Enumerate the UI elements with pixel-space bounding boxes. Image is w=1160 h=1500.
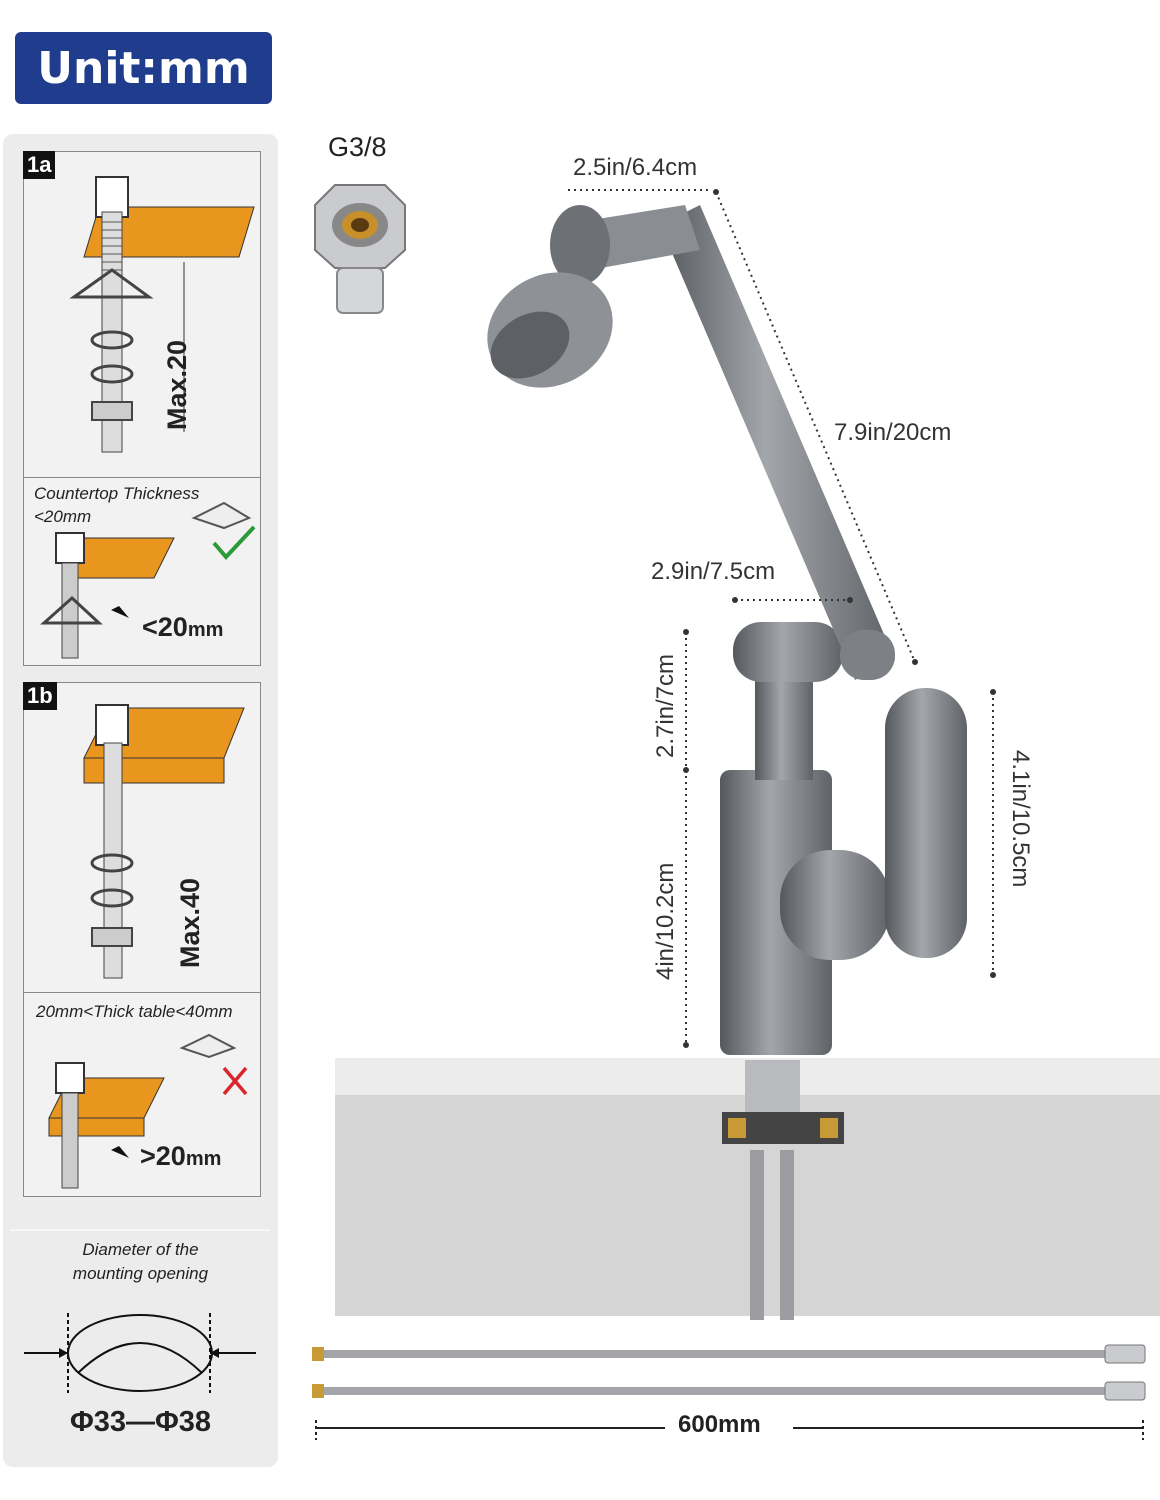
step-1b-tag: 1b: [23, 682, 57, 710]
handle-dimension: 4.1in/10.5cm: [1007, 750, 1034, 888]
mounting-hole-illustration: [24, 1313, 256, 1393]
thick-table-note: 20mm<Thick table<40mm: [36, 1002, 233, 1021]
measure-gt20: >20mm: [140, 1141, 221, 1172]
opening-title-line2: mounting opening: [72, 1264, 209, 1283]
cross-icon: [222, 1066, 248, 1096]
countertop-max40-illustration: [83, 704, 245, 979]
countertop-max20-illustration: [69, 176, 255, 453]
measure-unit: mm: [187, 619, 224, 641]
upper-body-dimension: 2.7in/7cm: [652, 653, 679, 758]
measure-lt20: <20mm: [142, 612, 223, 643]
step-1a-diagram: [23, 151, 261, 478]
step-1b-diagram: [23, 682, 261, 993]
measure-value: >20: [140, 1141, 186, 1171]
arm-dimension: 7.9in/20cm: [834, 419, 952, 446]
g38-connector-image: [314, 184, 406, 314]
countertop-note-value: <20mm: [34, 507, 92, 526]
divider: [10, 1229, 270, 1231]
lower-body-dimension: 4in/10.2cm: [652, 862, 679, 980]
elbow-dimension: 2.9in/7.5cm: [651, 558, 776, 585]
thin-countertop-illustration: [40, 501, 256, 659]
unit-badge: Unit:mm: [15, 32, 272, 104]
connector-label: G3/8: [328, 132, 387, 162]
countertop-thick-box: [23, 992, 261, 1197]
measure-value: <20: [142, 612, 188, 642]
hose-length-dimension: 600mm: [678, 1411, 761, 1438]
countertop-thin-box: [23, 477, 261, 666]
supply-hoses: [312, 1344, 1146, 1401]
opening-title-line1: Diameter of the: [82, 1240, 199, 1259]
spray-head-dimension: 2.5in/6.4cm: [573, 154, 698, 181]
step-1a-tag: 1a: [23, 151, 56, 179]
check-icon: [212, 525, 256, 560]
countertop-note-title: Countertop Thickness: [34, 484, 200, 503]
opening-diameter-range: Φ33—Φ38: [69, 1406, 212, 1438]
measure-unit: mm: [185, 1148, 222, 1170]
thick-countertop-illustration: [48, 1033, 248, 1189]
